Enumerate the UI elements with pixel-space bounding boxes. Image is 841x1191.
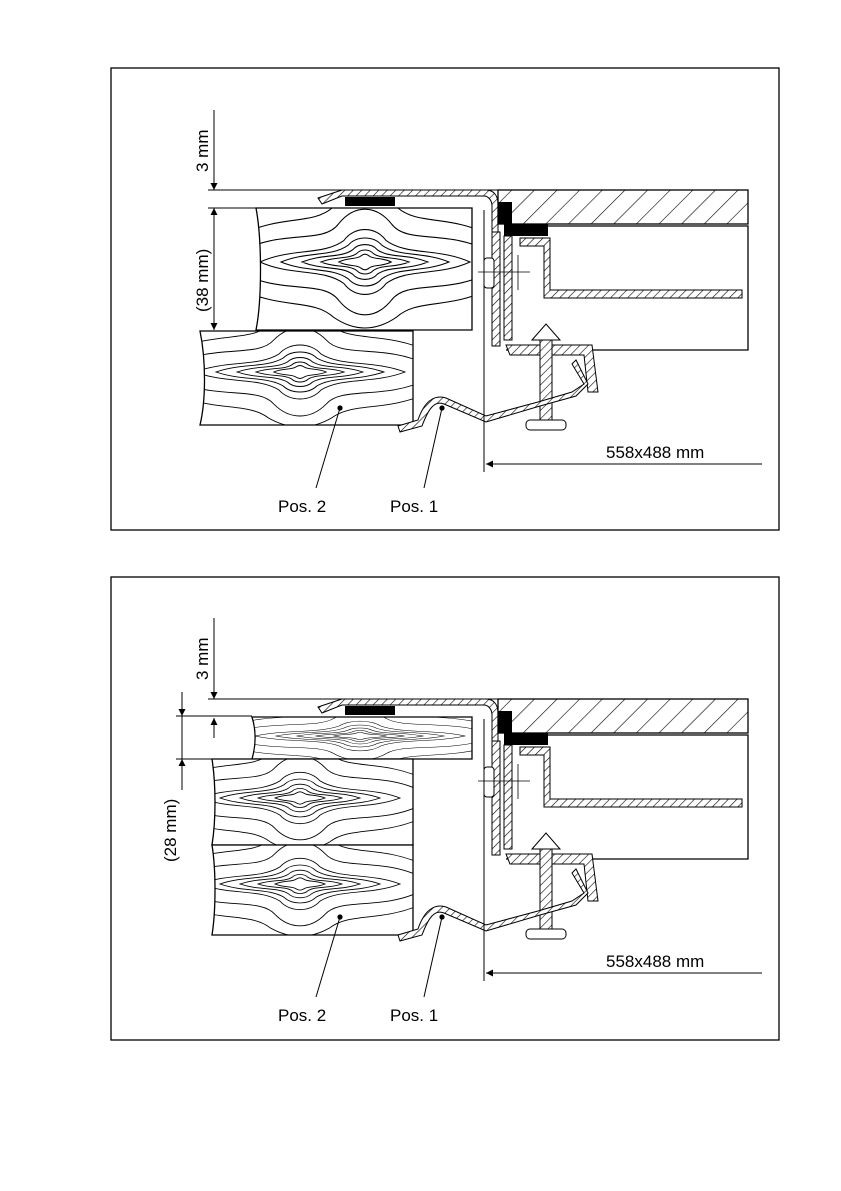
worktop-lower-board — [180, 832, 420, 937]
worktop-upper-board — [239, 196, 491, 330]
dim-label-3mm: 3 mm — [193, 638, 212, 681]
worktop-lower-board — [174, 317, 426, 427]
dim-label-thickness: (28 mm) — [161, 799, 180, 862]
label-pos1: Pos. 1 — [390, 1006, 438, 1025]
label-pos2: Pos. 2 — [278, 1006, 326, 1025]
dim-label-cutout: 558x488 mm — [606, 443, 704, 462]
leader-pos1 — [424, 917, 442, 997]
label-pos2: Pos. 2 — [278, 497, 326, 516]
leader-pos1 — [424, 408, 442, 488]
label-pos1: Pos. 1 — [390, 497, 438, 516]
dim-label-cutout: 558x488 mm — [606, 952, 704, 971]
worktop-middle-board — [180, 746, 420, 851]
panel-2: 3 mm (28 mm) 558x488 mm Pos. 2 Pos. 1 — [111, 577, 779, 1040]
dim-label-3mm: 3 mm — [193, 130, 212, 173]
panel-1: 3 mm (38 mm) 558x488 mm Pos. 2 Pos. 1 — [111, 68, 779, 530]
dim-label-thickness: (38 mm) — [193, 249, 212, 312]
